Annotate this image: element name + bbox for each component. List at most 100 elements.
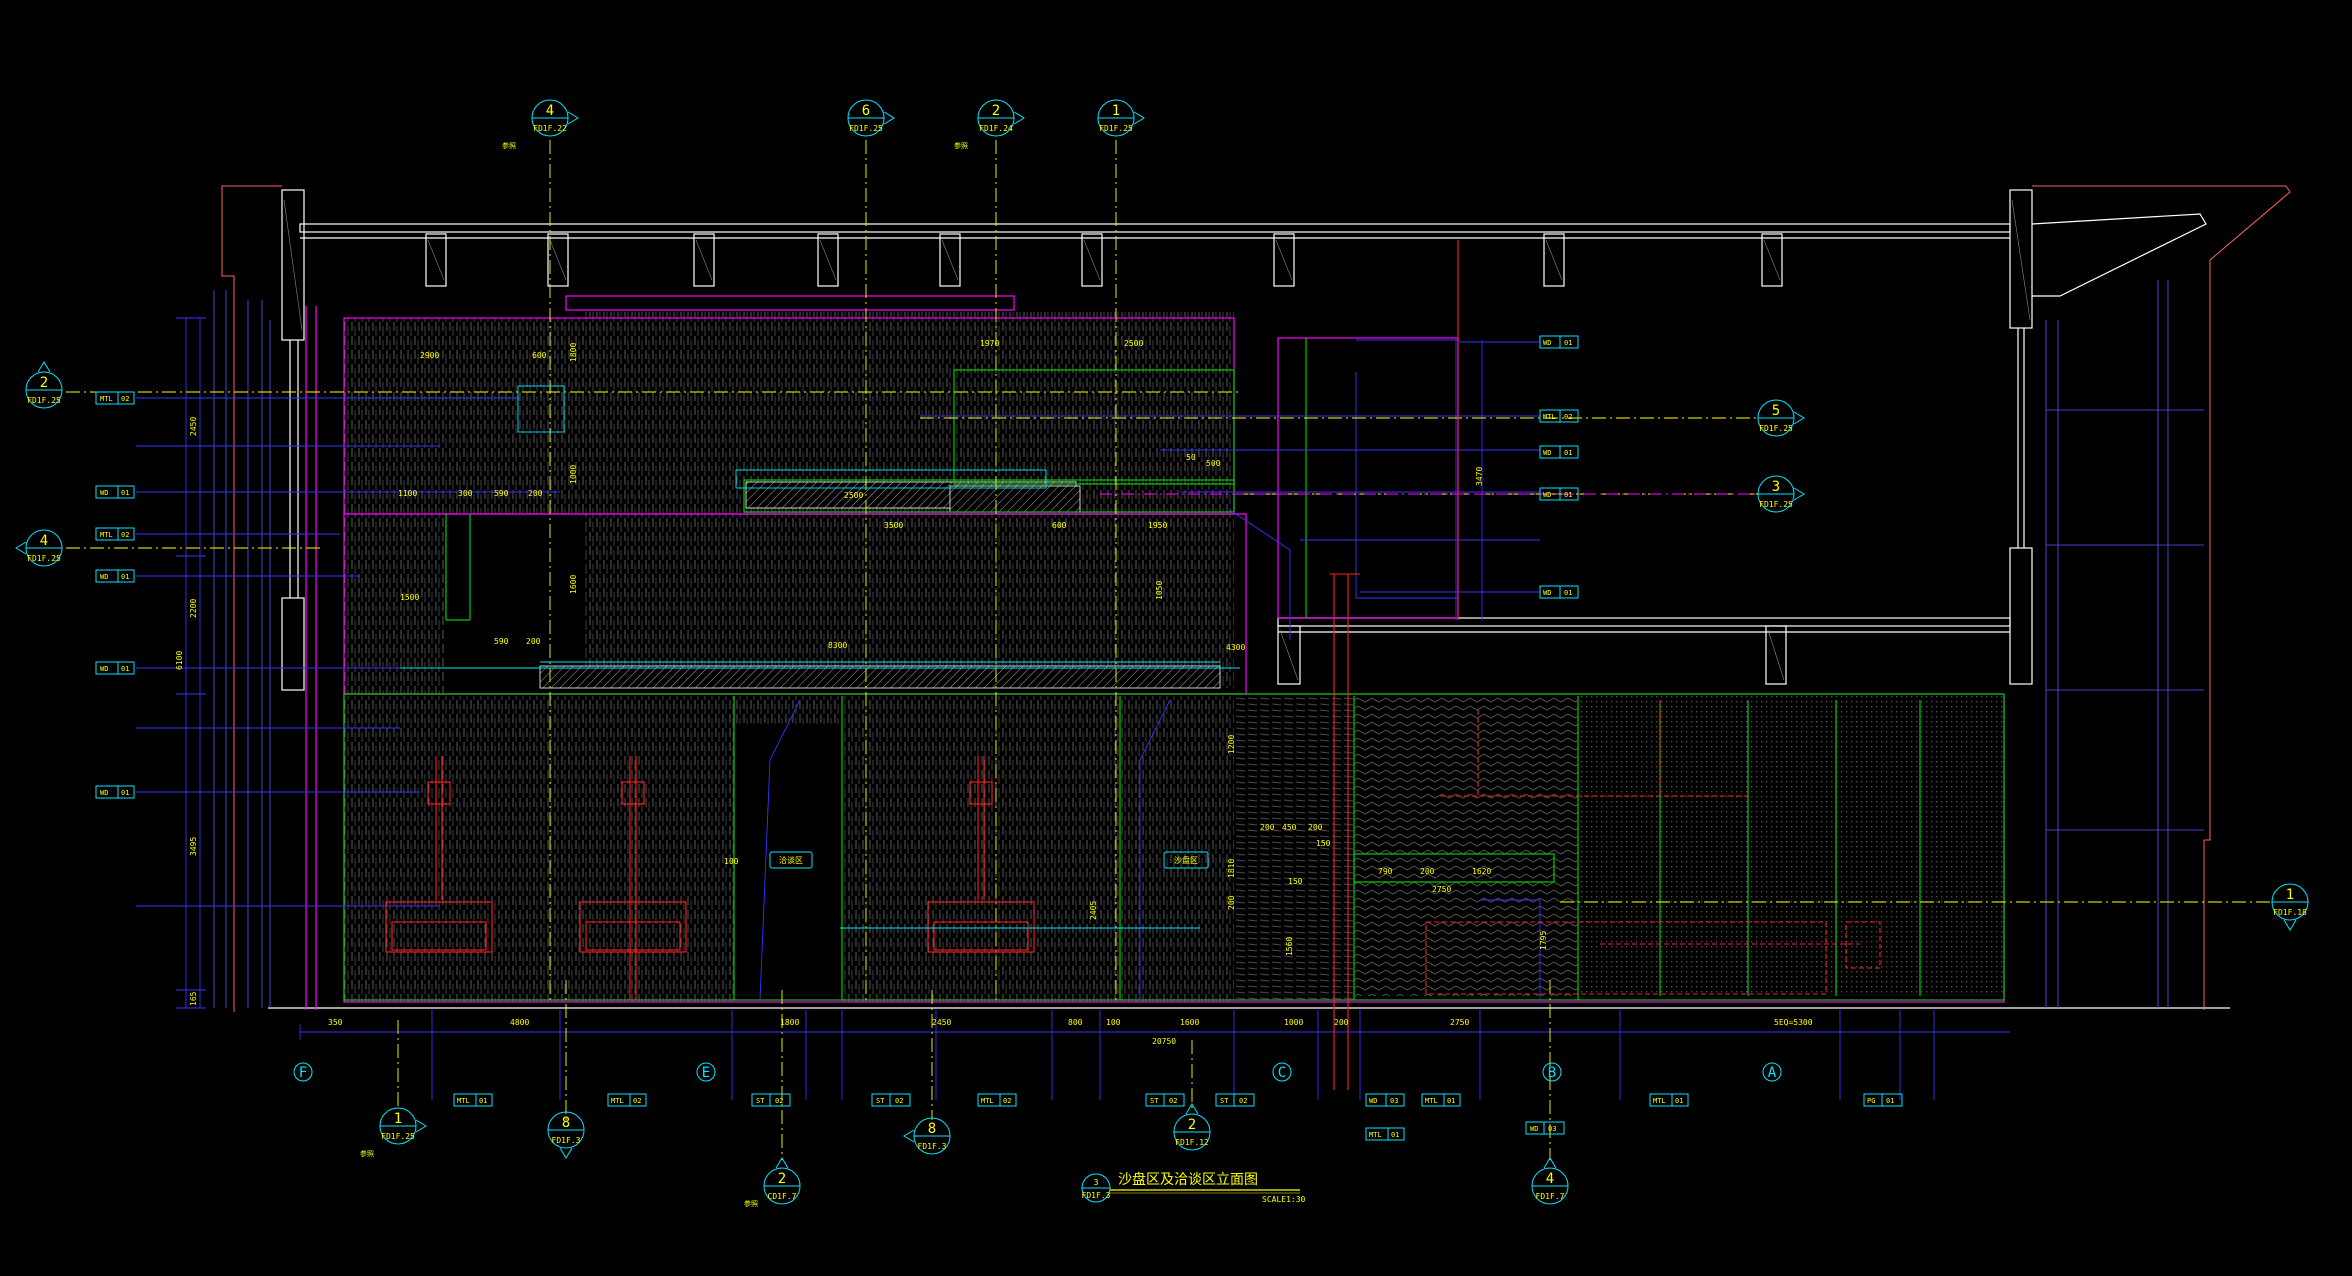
dim-text: 200	[1420, 867, 1435, 876]
dim-text: 1560	[1285, 937, 1294, 956]
section-bubble[interactable]: 2 FD1F.12	[1173, 1103, 1211, 1151]
dim-text: 800	[1068, 1018, 1083, 1027]
dim-text: 165	[189, 991, 198, 1006]
material-tag[interactable]: WD 01	[95, 485, 135, 499]
tag-num: 02	[121, 395, 129, 403]
dim-text: 1000	[569, 465, 578, 484]
bubble-ref: FD1F.25	[27, 396, 61, 405]
section-bubble[interactable]: 8 FD1F.3	[547, 1111, 585, 1159]
dim-text: 1050	[1155, 581, 1164, 600]
bubble-ref: FD1F.12	[1175, 1138, 1209, 1147]
tag-code: MTL	[457, 1097, 470, 1105]
tag-num: 01	[1564, 589, 1572, 597]
drawing-scale: SCALE1:30	[1262, 1195, 1306, 1204]
door-label[interactable]: 沙盘区	[1163, 851, 1209, 869]
curtain-wall-right	[2045, 280, 2204, 1008]
dim-text: 2200	[189, 599, 198, 618]
section-axes	[66, 140, 2280, 1160]
hatched-bands	[539, 295, 1221, 689]
section-bubble[interactable]: 6 FD1F.25	[847, 99, 895, 137]
dim-text: 1100	[398, 489, 417, 498]
material-tag[interactable]: MTL 02	[95, 527, 135, 541]
title-number: 3	[1094, 1178, 1099, 1187]
bubble-ref: FD1F.7	[1536, 1192, 1565, 1201]
dim-text: 1950	[1148, 521, 1167, 530]
section-bubble[interactable]: 2 FD1F.24 参照	[954, 99, 1025, 150]
section-bubble[interactable]: 2 CD1F.7 参照	[744, 1157, 801, 1208]
material-tag[interactable]: WD 01	[95, 785, 135, 799]
section-bubble[interactable]: 3 FD1F.25	[1757, 475, 1805, 513]
material-tag[interactable]: WD 01	[1539, 585, 1579, 599]
section-bubble[interactable]: 4 FD1F.25	[15, 529, 63, 567]
bubble-ref: FD1F.25	[1099, 124, 1133, 133]
dim-text: 3500	[884, 521, 903, 530]
material-tag[interactable]: WD 01	[1539, 335, 1579, 349]
bubble-note: 参照	[360, 1149, 374, 1158]
material-tag[interactable]: MTL 02	[95, 391, 135, 405]
tag-code: WD	[1369, 1097, 1377, 1105]
door-label[interactable]: 洽谈区	[769, 851, 813, 869]
material-tag[interactable]: WD 01	[1539, 445, 1579, 459]
section-bubble[interactable]: 5 FD1F.25	[1757, 399, 1805, 437]
section-bubble[interactable]: 4 FD1F.7	[1531, 1157, 1569, 1205]
section-bubble[interactable]: 4 FD1F.22 参照	[502, 99, 579, 150]
tag-code: WD	[1530, 1125, 1538, 1133]
material-tag[interactable]: WD 01	[95, 569, 135, 583]
dim-text: 2500	[1124, 339, 1143, 348]
dim-text: 1970	[980, 339, 999, 348]
section-bubble[interactable]: 1 FD1F.25 参照	[360, 1107, 427, 1158]
bubble-number: 6	[862, 103, 870, 119]
material-tag[interactable]: WD 01	[95, 661, 135, 675]
joist-hatch	[283, 199, 2031, 681]
bubble-number: 8	[928, 1121, 936, 1137]
dim-text: 2900	[420, 351, 439, 360]
tag-num: 01	[121, 665, 129, 673]
tag-code: ST	[756, 1097, 765, 1105]
material-tags-left: MTL 02 WD 01 MTL 02 WD 01 WD 01 WD 01	[95, 391, 135, 799]
wall-panels	[344, 312, 2004, 1002]
bottom-dimensions: 350 4800 1800 2450 800 100 1600 1000 200…	[328, 1018, 1813, 1046]
bubble-number: 5	[1772, 403, 1780, 419]
dim-text: 4300	[1226, 643, 1245, 652]
dim-text: 450	[1282, 823, 1297, 832]
dim-text: 2750	[1450, 1018, 1469, 1027]
dim-text: 1000	[1284, 1018, 1303, 1027]
dim-text: 200	[1334, 1018, 1349, 1027]
tag-num: 02	[633, 1097, 641, 1105]
section-bubble[interactable]: 2 FD1F.25	[25, 361, 63, 409]
bubble-number: 1	[1112, 103, 1120, 119]
section-bubble[interactable]: 8 FD1F.3	[903, 1117, 951, 1155]
tag-code: WD	[1543, 339, 1551, 347]
dim-text: 200	[1227, 895, 1236, 910]
material-tag[interactable]: MTL 02	[1539, 409, 1579, 423]
section-bubble[interactable]: 1 FD1F.18	[2271, 883, 2309, 931]
material-tag[interactable]: WD 01	[1539, 487, 1579, 501]
tag-code: MTL	[1653, 1097, 1666, 1105]
dim-text: 1800	[569, 343, 578, 362]
bubble-ref: FD1F.25	[849, 124, 883, 133]
section-bubble[interactable]: 1 FD1F.25	[1097, 99, 1145, 137]
dim-text: 100	[1106, 1018, 1121, 1027]
dim-text: 2405	[1089, 901, 1098, 920]
bubble-ref: FD1F.3	[552, 1136, 581, 1145]
dim-text: 790	[1378, 867, 1393, 876]
dim-text: 200	[528, 489, 543, 498]
curtain-wall-left	[213, 290, 271, 1008]
section-bubbles-top: 4 FD1F.22 参照 6 FD1F.25 2 FD1F.24 参照 1 FD…	[502, 99, 1145, 150]
dim-text: 1200	[1227, 735, 1236, 754]
bubble-number: 2	[992, 103, 1000, 119]
